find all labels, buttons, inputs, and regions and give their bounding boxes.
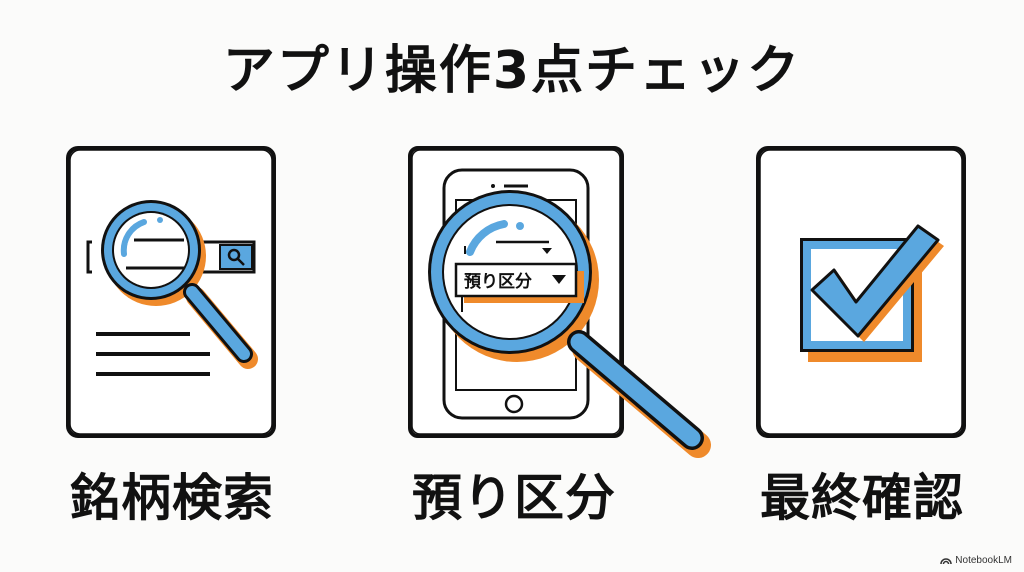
- panel-stock-search: [62, 142, 282, 442]
- panel-deposit-type: 預り区分: [404, 142, 714, 462]
- panel-label-final-check: 最終確認: [760, 469, 964, 527]
- brand-name: NotebookLM: [955, 555, 1012, 566]
- panel-label-stock-search: 銘柄検索: [70, 469, 274, 527]
- panel-final-check: [752, 142, 972, 442]
- notebooklm-logo-icon: [940, 558, 953, 565]
- brand-watermark: NotebookLM: [940, 555, 1012, 566]
- dropdown-label: 預り区分: [464, 272, 532, 292]
- panel-label-deposit-type: 預り区分: [412, 469, 616, 527]
- dropdown-arrow-icon: [552, 275, 566, 284]
- magnifier-over-search-bar-icon: [66, 146, 276, 438]
- page-title: アプリ操作3点チェック: [222, 41, 802, 101]
- magnifier-over-phone-dropdown-icon: 預り区分: [408, 146, 711, 458]
- checkbox-checked-icon: [756, 146, 966, 438]
